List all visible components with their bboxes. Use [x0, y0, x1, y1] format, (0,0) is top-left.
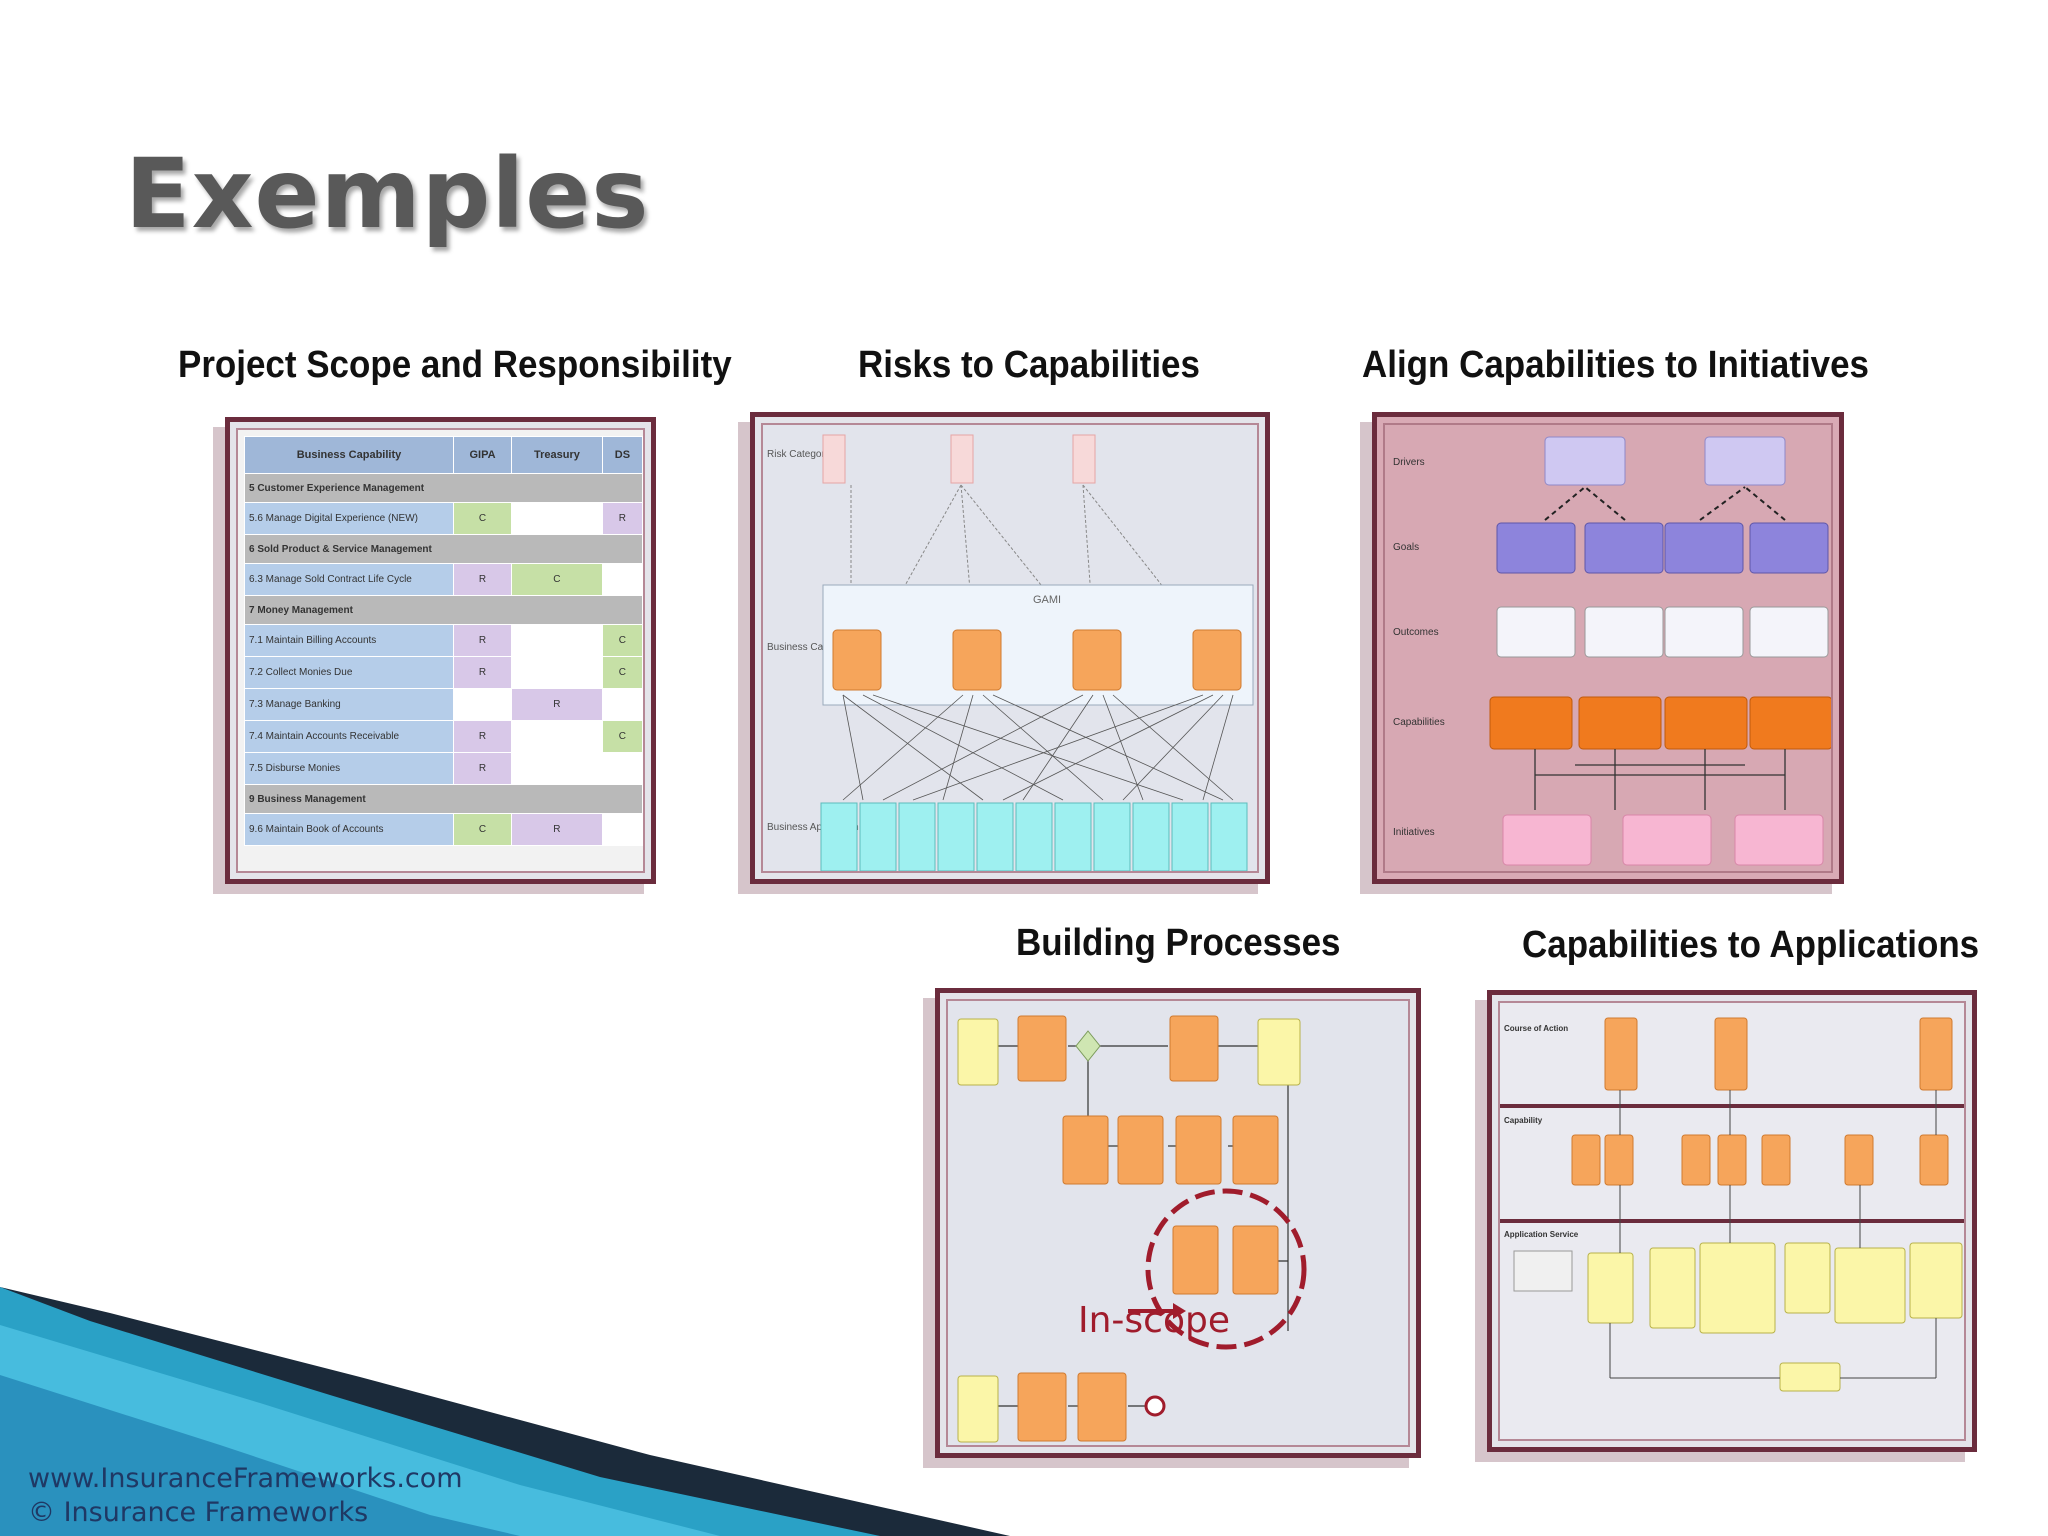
table-cell	[511, 752, 603, 785]
caption-align: Align Capabilities to Initiatives	[1362, 344, 1870, 386]
risks-thumbnail[interactable]: Risk Category Business Capability Busine…	[750, 412, 1270, 884]
footer-swoosh	[0, 1287, 1010, 1536]
table-cell-capability: 9.6 Maintain Book of Accounts	[244, 813, 454, 846]
table-cell: C	[452, 813, 513, 846]
table-cell	[601, 688, 643, 721]
footer-website[interactable]: www.InsuranceFrameworks.com	[28, 1463, 463, 1494]
processes-thumbnail[interactable]	[935, 988, 1421, 1458]
table-cell	[511, 720, 603, 753]
table-cell	[452, 688, 513, 721]
table-cell-capability: 7.2 Collect Monies Due	[244, 656, 454, 689]
table-cell	[511, 656, 603, 689]
table-cell-capability: 7.5 Disburse Monies	[244, 752, 454, 785]
table-row: 5.6 Manage Digital Experience (NEW)C R	[244, 502, 643, 535]
table-header: Business Capability	[244, 436, 454, 474]
caption-processes: Building Processes	[1016, 922, 1341, 964]
caption-project-scope: Project Scope and Responsibility	[178, 344, 732, 386]
table-cell	[601, 563, 643, 596]
table-cell-capability: 7.3 Manage Banking	[244, 688, 454, 721]
table-cell: R	[452, 656, 513, 689]
table-cell	[601, 752, 643, 785]
table-cell: R	[452, 720, 513, 753]
table-cell: C	[601, 720, 643, 753]
table-row: 6 Sold Product & Service Management	[244, 534, 643, 564]
risk-row-label: Business Application	[767, 822, 859, 833]
table-cell-capability: 5.6 Manage Digital Experience (NEW)	[244, 502, 454, 535]
table-row: 7.3 Manage Banking R	[244, 688, 643, 721]
table-cell: R	[452, 624, 513, 657]
table-cell	[601, 813, 643, 846]
table-row: 9 Business Management	[244, 784, 643, 814]
table-cell-capability: 7.4 Maintain Accounts Receivable	[244, 720, 454, 753]
caption-applications: Capabilities to Applications	[1522, 924, 1980, 966]
risks-diagram: Risk Category Business Capability Busine…	[767, 434, 1254, 871]
table-cell	[511, 502, 603, 535]
table-group-label: 7 Money Management	[244, 595, 643, 625]
align-diagram: Drivers Goals Outcomes Capabilities Init…	[1393, 436, 1831, 866]
table-cell: C	[601, 656, 643, 689]
app-row-label: Course of Action	[1504, 1024, 1568, 1033]
table-cell: R	[452, 752, 513, 785]
align-row-label: Initiatives	[1393, 827, 1435, 838]
app-row-label: Capability	[1504, 1116, 1543, 1125]
align-row-label: Drivers	[1393, 457, 1425, 468]
align-row-label: Capabilities	[1393, 717, 1445, 728]
table-cell-capability: 6.3 Manage Sold Contract Life Cycle	[244, 563, 454, 596]
table-header: DS	[601, 436, 643, 474]
table-cell: C	[601, 624, 643, 657]
app-row-label: Application Service	[1504, 1230, 1579, 1239]
table-cell	[511, 624, 603, 657]
table-header: GIPA	[452, 436, 513, 474]
risk-row-label: Risk Category	[767, 449, 830, 460]
align-row-label: Goals	[1393, 542, 1419, 553]
inscope-label: In-scope	[1078, 1300, 1230, 1341]
table-cell: R	[601, 502, 643, 535]
applications-diagram: Course of Action Capability Application …	[1500, 1017, 1964, 1392]
table-header: Treasury	[511, 436, 603, 474]
table-group-label: 6 Sold Product & Service Management	[244, 534, 643, 564]
footer-copyright: © Insurance Frameworks	[28, 1497, 369, 1528]
table-cell: R	[511, 813, 603, 846]
risk-box-label: GAMI	[1033, 594, 1061, 606]
table-group-label: 9 Business Management	[244, 784, 643, 814]
table-cell: C	[511, 563, 603, 596]
risk-row-label: Business Capability	[767, 642, 854, 653]
align-thumbnail[interactable]: Drivers Goals Outcomes Capabilities Init…	[1372, 412, 1844, 884]
table-cell: C	[452, 502, 513, 535]
table-cell: R	[452, 563, 513, 596]
processes-diagram	[957, 1015, 1307, 1443]
slide-title: Exemples	[125, 138, 650, 250]
table-row: 7 Money Management	[244, 595, 643, 625]
applications-thumbnail[interactable]: Course of Action Capability Application …	[1487, 990, 1977, 1452]
table-group-label: 5 Customer Experience Management	[244, 473, 643, 503]
table-row: 5 Customer Experience Management	[244, 473, 643, 503]
table-cell: R	[511, 688, 603, 721]
caption-risks: Risks to Capabilities	[858, 344, 1200, 386]
table-cell-capability: 7.1 Maintain Billing Accounts	[244, 624, 454, 657]
align-row-label: Outcomes	[1393, 627, 1439, 638]
